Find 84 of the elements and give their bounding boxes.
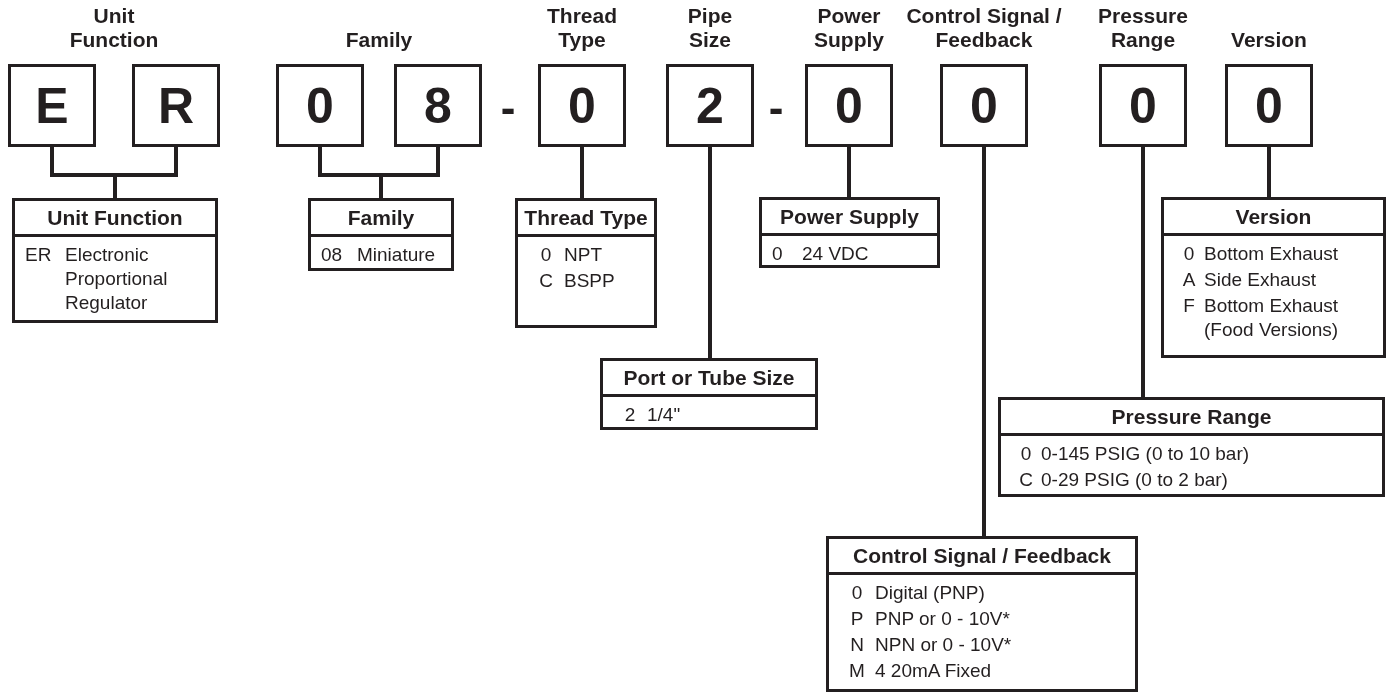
code-character: 0: [568, 80, 596, 131]
column-heading: Pipe Size: [686, 4, 734, 52]
code-character: 0: [1255, 80, 1283, 131]
connector-line: [982, 147, 986, 536]
code-character: 8: [424, 80, 452, 131]
connector-line: [708, 147, 712, 358]
option-table: [759, 197, 940, 268]
code-character: 0: [835, 80, 863, 131]
code-box: [1225, 64, 1313, 147]
connector-line: [1141, 147, 1145, 397]
option-table: [600, 358, 818, 430]
connector-line: [847, 147, 851, 197]
column-heading: Unit Function: [68, 4, 160, 52]
option-description: 0-145 PSIG (0 to 10 bar): [1041, 442, 1251, 466]
column-heading: Pressure Range: [1097, 4, 1189, 52]
option-code: C: [1018, 468, 1034, 492]
separator-dash: -: [500, 86, 516, 130]
separator-dash: -: [768, 86, 784, 130]
code-box: [538, 64, 626, 147]
table-header: Version: [1164, 200, 1383, 236]
table-header: Unit Function: [15, 201, 215, 237]
option-description: Miniature: [357, 243, 437, 267]
option-code: 08: [321, 243, 344, 267]
option-code: F: [1182, 294, 1196, 318]
option-description: Bottom Exhaust: [1204, 242, 1340, 266]
column-heading: Version: [1230, 28, 1308, 52]
option-description: Digital (PNP): [875, 581, 986, 605]
option-description: Side Exhaust: [1204, 268, 1317, 292]
option-table: [826, 536, 1138, 692]
code-box: [276, 64, 364, 147]
code-box: [394, 64, 482, 147]
option-description: PNP or 0 - 10V*: [875, 607, 1011, 631]
column-heading: Control Signal / Feedback: [905, 4, 1063, 52]
connector-line: [1267, 147, 1271, 197]
table-header: Family: [311, 201, 451, 237]
column-heading: Family: [344, 28, 414, 52]
option-code: M: [848, 659, 866, 683]
option-table: [515, 198, 657, 328]
table-header: Power Supply: [762, 200, 937, 236]
code-character: 0: [970, 80, 998, 131]
table-header: Control Signal / Feedback: [829, 539, 1135, 575]
code-character: R: [157, 80, 195, 131]
code-character: 0: [306, 80, 334, 131]
option-code: 0: [1019, 442, 1033, 466]
option-table: [998, 397, 1385, 497]
option-code: P: [849, 607, 865, 631]
option-code: N: [849, 633, 865, 657]
code-box: [940, 64, 1028, 147]
connector-line: [580, 147, 584, 198]
option-description: NPT: [564, 243, 603, 267]
code-character: 2: [696, 80, 724, 131]
option-code: ER: [25, 243, 53, 267]
option-description: 0-29 PSIG (0 to 2 bar): [1041, 468, 1229, 492]
option-description: 1/4": [647, 403, 682, 427]
code-box: [8, 64, 96, 147]
option-description: Electronic Proportional Regulator: [65, 243, 169, 315]
code-box: [1099, 64, 1187, 147]
column-heading: Thread Type: [546, 4, 618, 52]
option-code: C: [538, 269, 554, 293]
table-header: Pressure Range: [1001, 400, 1382, 436]
code-character: E: [35, 80, 69, 131]
option-description: 24 VDC: [802, 242, 870, 266]
option-code: 0: [1182, 242, 1196, 266]
option-code: 0: [850, 581, 864, 605]
column-heading: Power Supply: [813, 4, 885, 52]
code-box: [666, 64, 754, 147]
table-header: Port or Tube Size: [603, 361, 815, 397]
code-box: [132, 64, 220, 147]
option-description: NPN or 0 - 10V*: [875, 633, 1013, 657]
option-description: Bottom Exhaust (Food Versions): [1204, 294, 1340, 342]
option-code: 2: [623, 403, 637, 427]
option-code: 0: [772, 242, 784, 266]
option-code: A: [1181, 268, 1197, 292]
table-header: Thread Type: [518, 201, 654, 237]
option-code: 0: [539, 243, 553, 267]
code-box: [805, 64, 893, 147]
option-table: [308, 198, 454, 271]
code-character: 0: [1129, 80, 1157, 131]
option-table: [1161, 197, 1386, 358]
option-description: BSPP: [564, 269, 616, 293]
option-table: [12, 198, 218, 323]
connector-line: [113, 147, 178, 198]
option-description: 4 20mA Fixed: [875, 659, 993, 683]
connector-line: [379, 147, 440, 198]
